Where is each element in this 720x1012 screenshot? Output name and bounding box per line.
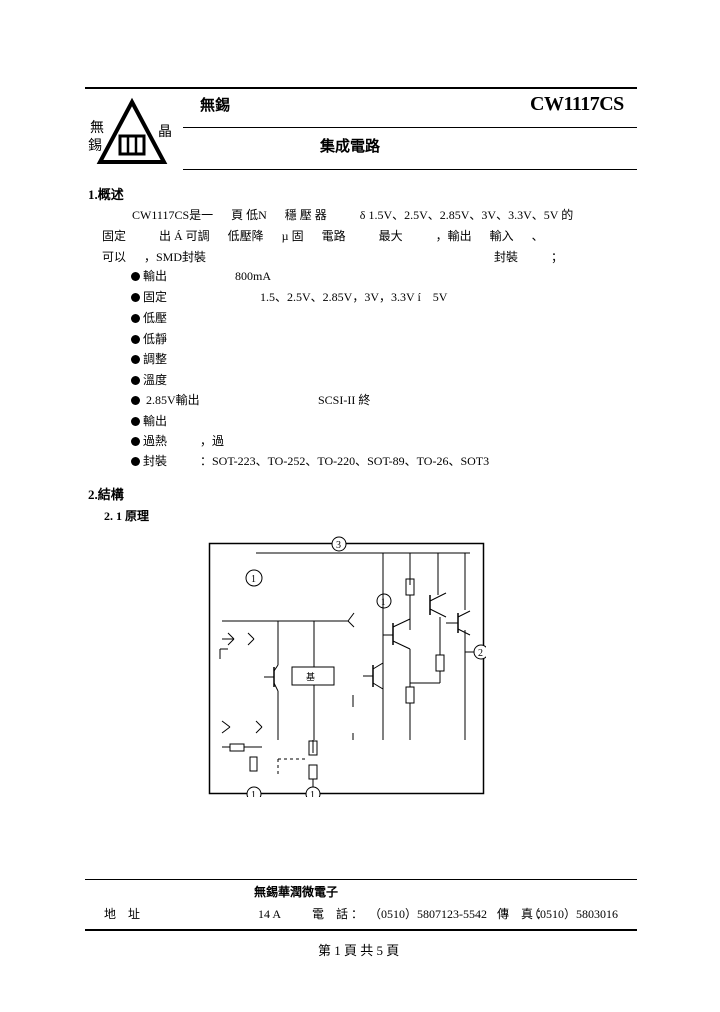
- pin-1-label: 1: [310, 790, 315, 797]
- section2-subheading: 2. 1 原理: [104, 509, 150, 523]
- current-source-label: 1: [381, 597, 386, 607]
- bullet-icon: [131, 457, 140, 466]
- footer-tel-value: （0510）5807123-5542: [369, 907, 487, 921]
- header-mid-rule: [183, 127, 637, 128]
- schematic-frame: [208, 542, 485, 795]
- document-title: 集成電路: [320, 139, 381, 155]
- footer-company: 無錫華潤微電子: [254, 885, 339, 899]
- schematic-diagram: 3 1 1 2: [208, 535, 489, 802]
- logo-graphic: 無 錫 晶: [88, 97, 172, 164]
- resistor: [249, 756, 258, 772]
- feature-value: 800mA: [235, 269, 271, 283]
- feature-value: ：SOT-223、TO-252、TO-220、SOT-89、TO-26、SOT3: [200, 454, 490, 468]
- footer-tel-label: 電 話 ：: [312, 907, 364, 921]
- logo-char-3: 晶: [158, 125, 172, 140]
- feature-value: 1.5、2.5V、2.85V，3V，3.3V í 5V: [260, 290, 448, 304]
- section1-heading: 1.概述: [88, 187, 124, 202]
- intro-line-3: 可以 ，SMD封裝 封裝 ；: [102, 250, 564, 264]
- reference-block-label: 基: [306, 671, 315, 682]
- feature-label: 輸出: [143, 269, 168, 283]
- product-code: CW1117CS: [530, 93, 624, 115]
- feature-label: 低靜: [143, 332, 168, 346]
- feature-value: SCSI-II 終: [318, 393, 371, 407]
- reference-block: [291, 666, 335, 686]
- footer-top-rule: [85, 879, 637, 880]
- logo-char-2: 錫: [88, 138, 102, 154]
- footer-fax-value: （0510）5803016: [528, 907, 619, 921]
- feature-label: 2.85V輸出: [146, 393, 200, 407]
- resistor: [308, 740, 318, 756]
- page-number: 第 1 頁 共 5 頁: [318, 943, 400, 958]
- circuit-schematic: 3 1 1 2: [208, 536, 489, 802]
- current-source: [376, 593, 392, 609]
- logo-char-1: 無: [90, 120, 104, 136]
- feature-label: 過熱: [143, 434, 168, 448]
- bullet-icon: [131, 355, 140, 364]
- feature-label: 封裝: [143, 454, 168, 468]
- pin-2-label: 2: [478, 648, 483, 659]
- footer-bottom-rule: [85, 929, 637, 931]
- footer-fax-label: 傳 真 ：: [497, 907, 549, 921]
- bullet-icon: [131, 272, 140, 281]
- company-name: 無錫: [200, 98, 231, 114]
- bullet-icon: [131, 417, 140, 426]
- section2-heading: 2.結構: [88, 487, 124, 502]
- pin-3-terminal: [331, 536, 347, 552]
- node-label: 1: [251, 574, 256, 585]
- resistor: [405, 686, 415, 704]
- resistor: [229, 743, 245, 752]
- bullet-icon: [131, 376, 140, 385]
- header-bottom-rule: [183, 169, 637, 170]
- feature-label: 固定: [143, 290, 168, 304]
- bullet-icon: [131, 396, 140, 405]
- feature-label: 低壓: [143, 311, 168, 325]
- intro-line-2: 固定 出 Á 可調 低壓降 µ 固 電路 最大 ，輸出 輸入 、: [102, 229, 544, 243]
- feature-value: ，過: [200, 434, 225, 448]
- resistor: [308, 764, 318, 780]
- pin-adj-label: 1: [251, 790, 256, 797]
- bullet-icon: [131, 335, 140, 344]
- bullet-icon: [131, 314, 140, 323]
- header-top-rule: [85, 87, 637, 89]
- feature-label: 調整: [143, 352, 168, 366]
- footer-address-label: 地 址: [104, 907, 141, 921]
- company-logo: 無 錫 晶: [88, 96, 176, 168]
- footer-address-value: 14 A: [258, 907, 282, 921]
- pin-3-label: 3: [336, 540, 341, 551]
- bullet-icon: [131, 437, 140, 446]
- feature-label: 溫度: [143, 373, 168, 387]
- node-marker: [245, 569, 263, 587]
- intro-line-1: CW1117CS是一 頁 低N 穩 壓 器 δ 1.5V、2.5V、2.85V、…: [132, 208, 574, 222]
- feature-label: 輸出: [143, 414, 168, 428]
- resistor: [435, 654, 445, 672]
- bullet-icon: [131, 293, 140, 302]
